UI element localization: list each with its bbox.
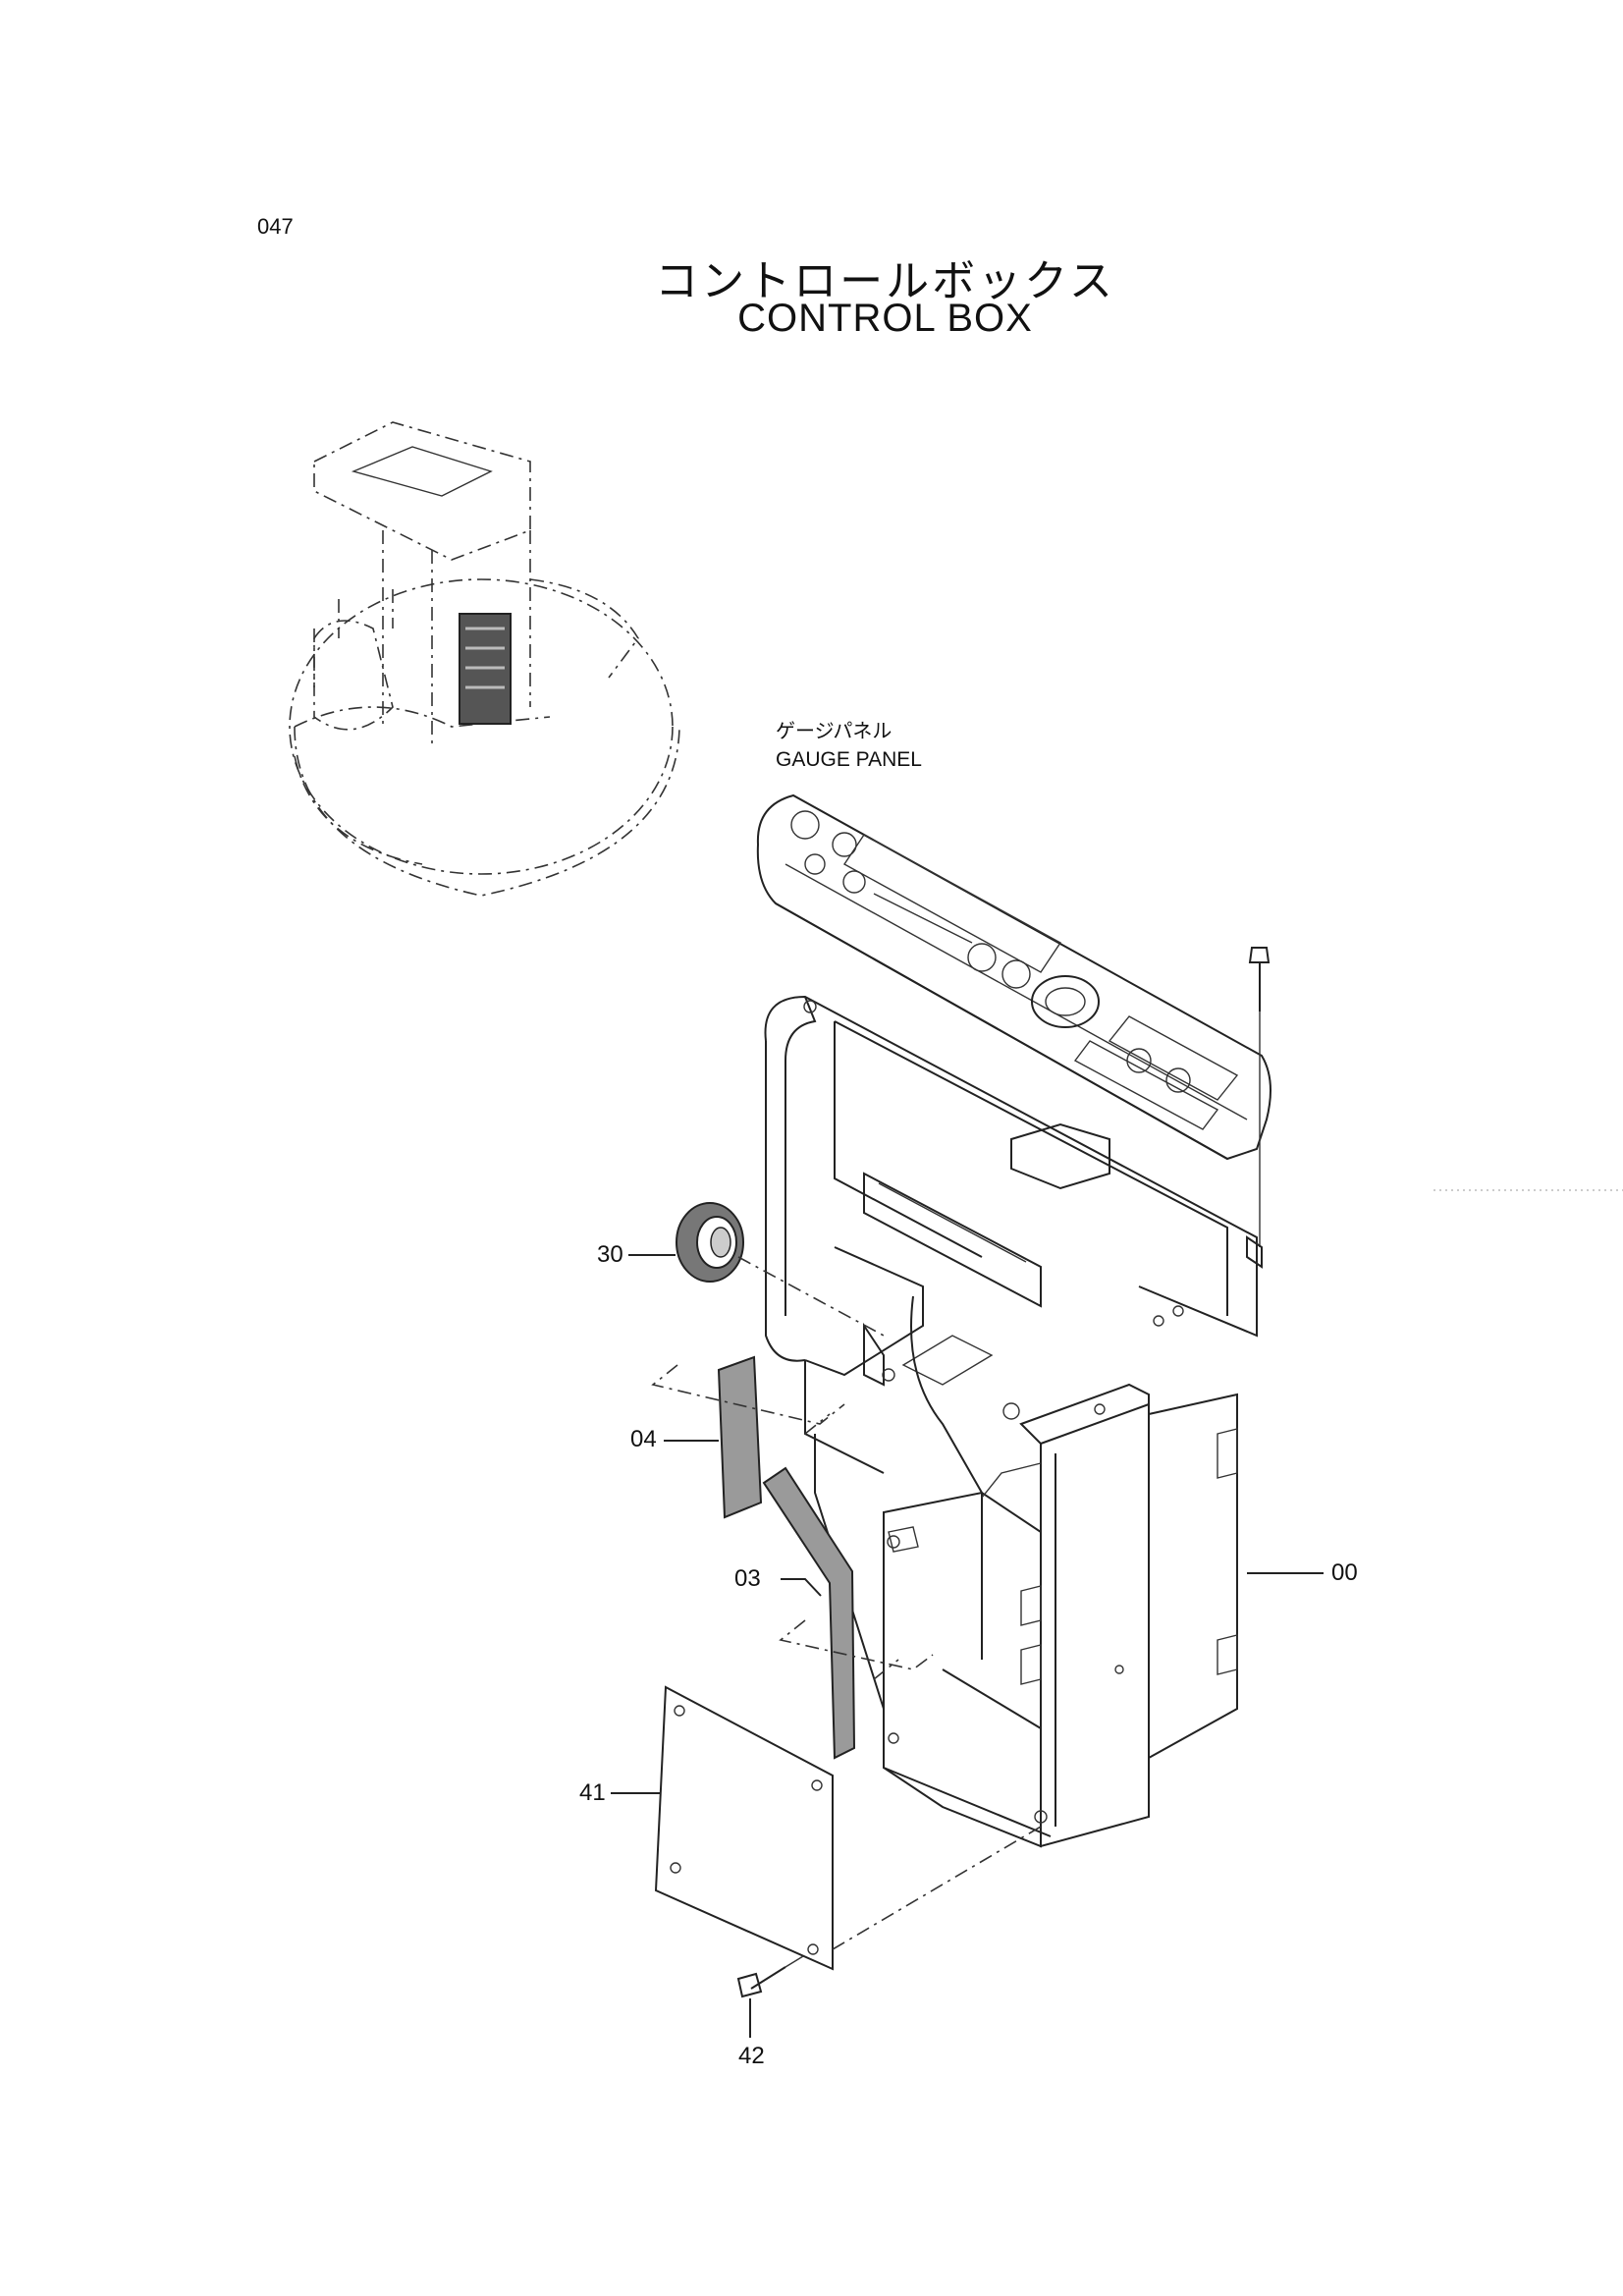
seal-part-04 (651, 1355, 845, 1519)
callout-30: 30 (597, 1241, 623, 1268)
diagram-title-en: CONTROL BOX (737, 297, 1033, 340)
callout-03: 03 (734, 1565, 761, 1592)
cover-plate-part (654, 1685, 1042, 1971)
gauge-panel-label-en: GAUGE PANEL (776, 748, 922, 771)
callout-41: 41 (579, 1779, 606, 1806)
control-box-frame (764, 995, 1263, 1848)
seal-part-03 (762, 1466, 934, 1760)
leader-lines (611, 1254, 1324, 2038)
page-number: 047 (257, 214, 294, 239)
bolt-part (736, 1955, 804, 1998)
callout-00: 00 (1331, 1559, 1358, 1586)
gauge-panel-label-jp: ゲージパネル (776, 719, 893, 742)
grommet-part (676, 1202, 885, 1337)
callout-04: 04 (630, 1426, 657, 1452)
diagram-title-jp: コントロールボックス (655, 256, 1115, 306)
gauge-panel-part (756, 793, 1271, 1247)
machine-overview (289, 421, 680, 897)
callout-42: 42 (738, 2043, 765, 2069)
